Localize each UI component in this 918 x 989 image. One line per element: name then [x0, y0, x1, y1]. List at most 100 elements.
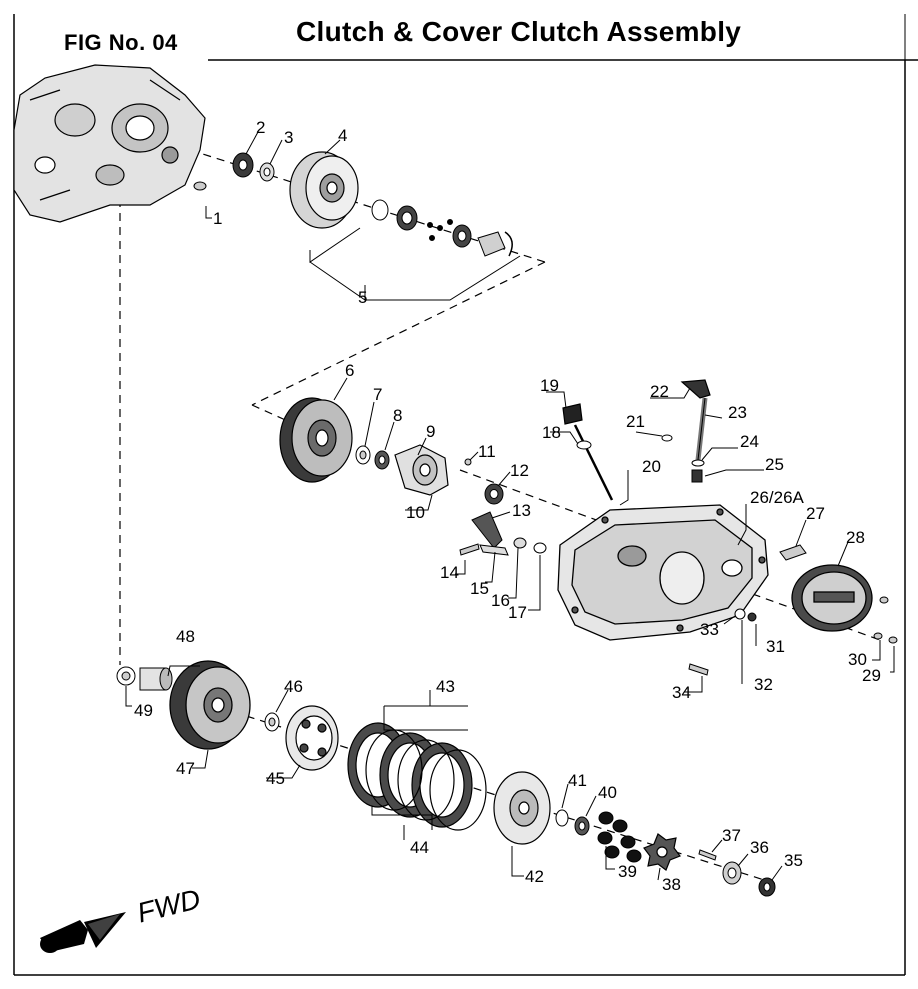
callout-37: 37 — [722, 826, 741, 845]
part-24-washer — [691, 459, 705, 467]
part-22-kick-lever-shaft — [680, 379, 711, 461]
callout-49: 49 — [134, 701, 153, 720]
part-39-damper-rubbers — [597, 811, 642, 863]
callout-10: 10 — [406, 503, 425, 522]
callout-46: 46 — [284, 677, 303, 696]
callout-44: 44 — [410, 838, 429, 857]
part-2-bearing — [232, 152, 254, 178]
part-19-oil-dipstick — [562, 403, 614, 501]
part-30-bolt — [873, 596, 889, 640]
callout-35: 35 — [784, 851, 803, 870]
part-18-o-ring — [576, 440, 592, 450]
callout-39: 39 — [618, 862, 637, 881]
part-1-bolt — [193, 181, 207, 191]
callout-34: 34 — [672, 683, 691, 702]
callout-26: 26/26A — [750, 488, 805, 507]
part-37-pin — [698, 849, 717, 861]
figure-number: FIG No. 04 — [64, 30, 178, 55]
callout-20: 20 — [642, 457, 661, 476]
callout-14: 14 — [440, 563, 459, 582]
part-25-spring — [691, 469, 703, 483]
figure-title: Clutch & Cover Clutch Assembly — [296, 16, 742, 47]
part-9-lifter-plate — [394, 444, 449, 496]
part-31-nut — [747, 612, 757, 622]
callout-27: 27 — [806, 504, 825, 523]
part-35-lock-nut — [758, 877, 776, 897]
callout-labels: 1 2 3 4 5 6 7 8 9 10 11 12 13 14 15 16 1… — [134, 118, 881, 894]
callout-1: 1 — [213, 209, 222, 228]
callout-25: 25 — [765, 455, 784, 474]
part-28-outer-cover — [791, 564, 873, 632]
assembly-guide-lines — [119, 149, 881, 886]
callout-38: 38 — [662, 875, 681, 894]
forward-arrow-icon — [40, 912, 126, 953]
callout-18: 18 — [542, 423, 561, 442]
part-21-small-washer — [661, 434, 673, 442]
part-41-washer — [555, 809, 569, 827]
callout-5: 5 — [358, 288, 367, 307]
callout-33: 33 — [700, 620, 719, 639]
part-42-pressure-plate — [493, 771, 551, 845]
callout-47: 47 — [176, 759, 195, 778]
part-40-bearing — [574, 816, 590, 836]
part-46-washer — [264, 712, 280, 732]
callout-45: 45 — [266, 769, 285, 788]
part-34-bolt — [688, 663, 709, 676]
part-48-collar — [139, 667, 173, 691]
callout-42: 42 — [525, 867, 544, 886]
part-11-pin — [464, 458, 472, 466]
callout-30: 30 — [848, 650, 867, 669]
callout-15: 15 — [470, 579, 489, 598]
crankcase-part — [13, 64, 206, 223]
part-13-release-lever — [471, 511, 509, 556]
callout-21: 21 — [626, 412, 645, 431]
callout-43: 43 — [436, 677, 455, 696]
part-6-clutch-outer-drum — [279, 397, 353, 483]
part-5-one-way-clutch-set — [371, 199, 513, 257]
callout-6: 6 — [345, 361, 354, 380]
part-38-lifter-star — [643, 833, 681, 871]
part-17-nut — [533, 542, 547, 554]
callout-9: 9 — [426, 422, 435, 441]
callout-23: 23 — [728, 403, 747, 422]
callout-7: 7 — [373, 385, 382, 404]
part-12-bearing — [484, 483, 504, 505]
callout-2: 2 — [256, 118, 265, 137]
callout-13: 13 — [512, 501, 531, 520]
part-16-washer — [513, 537, 527, 549]
part-8-bearing — [374, 450, 390, 470]
callout-29: 29 — [862, 666, 881, 685]
callout-8: 8 — [393, 406, 402, 425]
callout-11: 11 — [478, 442, 496, 461]
part-49-thrust-washer — [116, 666, 136, 686]
part-4-oil-filter-rotor — [289, 151, 359, 229]
part-36-bearing — [722, 861, 742, 885]
callout-12: 12 — [510, 461, 529, 480]
part-20-right-crankcase-cover — [557, 504, 769, 641]
callout-28: 28 — [846, 528, 865, 547]
callout-22: 22 — [650, 382, 669, 401]
part-7-washer — [355, 445, 371, 465]
callout-4: 4 — [338, 126, 347, 145]
callout-32: 32 — [754, 675, 773, 694]
callout-36: 36 — [750, 838, 769, 857]
callout-48: 48 — [176, 627, 195, 646]
part-47-clutch-outer — [169, 660, 251, 750]
callout-24: 24 — [740, 432, 759, 451]
callout-3: 3 — [284, 128, 293, 147]
part-32-washer — [734, 608, 746, 620]
part-3-washer — [259, 162, 275, 182]
callout-19: 19 — [540, 376, 559, 395]
callout-16: 16 — [491, 591, 510, 610]
callout-40: 40 — [598, 783, 617, 802]
part-45-clutch-center — [285, 705, 339, 771]
part-27-gasket-bracket — [779, 544, 807, 561]
part-14-bolt — [459, 543, 480, 556]
leader-lines — [125, 131, 895, 881]
callout-41: 41 — [568, 771, 587, 790]
part-29-bolt — [888, 636, 898, 644]
callout-31: 31 — [766, 637, 785, 656]
callout-17: 17 — [508, 603, 527, 622]
